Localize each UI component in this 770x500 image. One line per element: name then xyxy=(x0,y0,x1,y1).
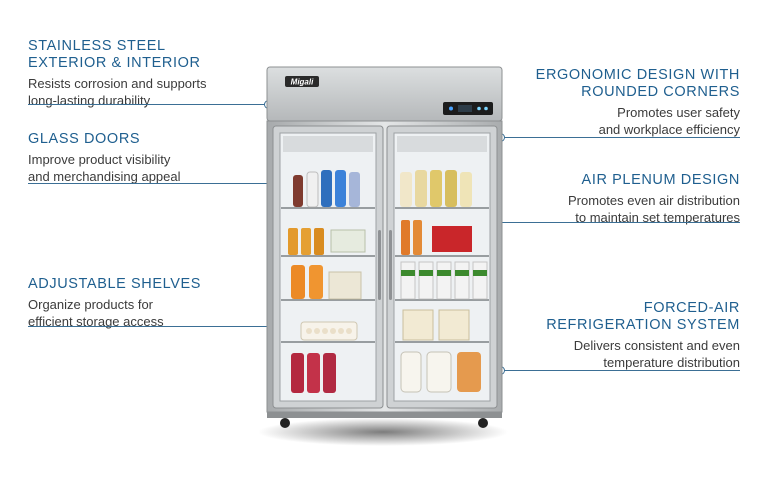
control-panel-button xyxy=(477,106,481,111)
air-plenum-right xyxy=(397,136,487,152)
feature-title: ADJUSTABLE SHELVES xyxy=(28,276,202,292)
air-plenum-left xyxy=(283,136,373,152)
callout-line-plenum xyxy=(484,222,740,223)
callout-line-glass xyxy=(28,183,290,184)
floor-shadow xyxy=(258,418,508,446)
refrigerator-illustration: Migali xyxy=(258,66,508,446)
cabinet-base xyxy=(267,412,502,418)
control-panel-button xyxy=(484,106,488,111)
brand-logo-text: Migali xyxy=(291,78,314,87)
feature-adjustable-shelves: ADJUSTABLE SHELVES Organize products for… xyxy=(28,276,201,330)
control-panel-indicator xyxy=(449,106,453,111)
right-door-handle xyxy=(389,230,392,300)
shelves xyxy=(281,207,489,343)
callout-line-forced-air xyxy=(504,370,740,371)
feature-title: GLASS DOORS xyxy=(28,131,141,147)
feature-air-plenum: AIR PLENUM DESIGN Promotes even air dist… xyxy=(568,172,740,226)
callout-line-shelves xyxy=(28,326,290,327)
caster-wheel xyxy=(280,418,290,428)
brand-logo xyxy=(285,76,319,87)
left-products xyxy=(288,170,366,393)
right-products xyxy=(400,170,488,393)
control-panel-display xyxy=(458,105,472,112)
callout-line-stainless xyxy=(28,104,265,105)
caster-wheel xyxy=(478,418,488,428)
callout-line-ergonomic xyxy=(504,137,740,138)
feature-title: AIR PLENUM DESIGN xyxy=(581,172,740,188)
left-door-handle xyxy=(378,230,381,300)
